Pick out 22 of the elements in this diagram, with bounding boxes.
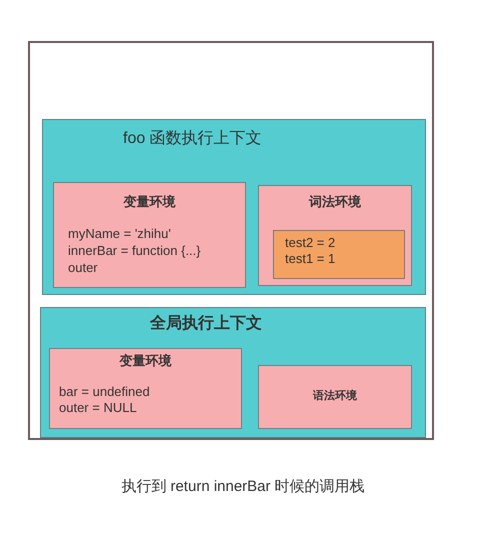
code-line: test1 = 1	[285, 251, 336, 267]
environment-box	[258, 185, 412, 286]
environment-box	[53, 182, 246, 288]
context-box	[40, 307, 426, 438]
code-line: myName = 'zhihu'	[68, 226, 171, 242]
environment-box	[258, 365, 412, 429]
box-heading: 语法环境	[313, 390, 357, 404]
code-line: outer = NULL	[59, 400, 137, 416]
call-stack-frame	[28, 41, 434, 440]
box-heading: 全局执行上下文	[150, 314, 262, 334]
environment-box	[49, 348, 242, 429]
box-heading: 变量环境	[124, 194, 176, 210]
code-line: innerBar = function {...}	[68, 243, 201, 259]
box-heading: 变量环境	[120, 353, 172, 369]
box-heading: foo 函数执行上下文	[123, 129, 262, 148]
scope-box	[273, 230, 405, 279]
code-line: test2 = 2	[285, 235, 336, 251]
box-heading: 词法环境	[309, 194, 361, 210]
context-box	[42, 119, 426, 295]
code-line: bar = undefined	[59, 384, 150, 400]
code-line: outer	[68, 260, 98, 276]
caption: 执行到 return innerBar 时候的调用栈	[121, 478, 365, 496]
